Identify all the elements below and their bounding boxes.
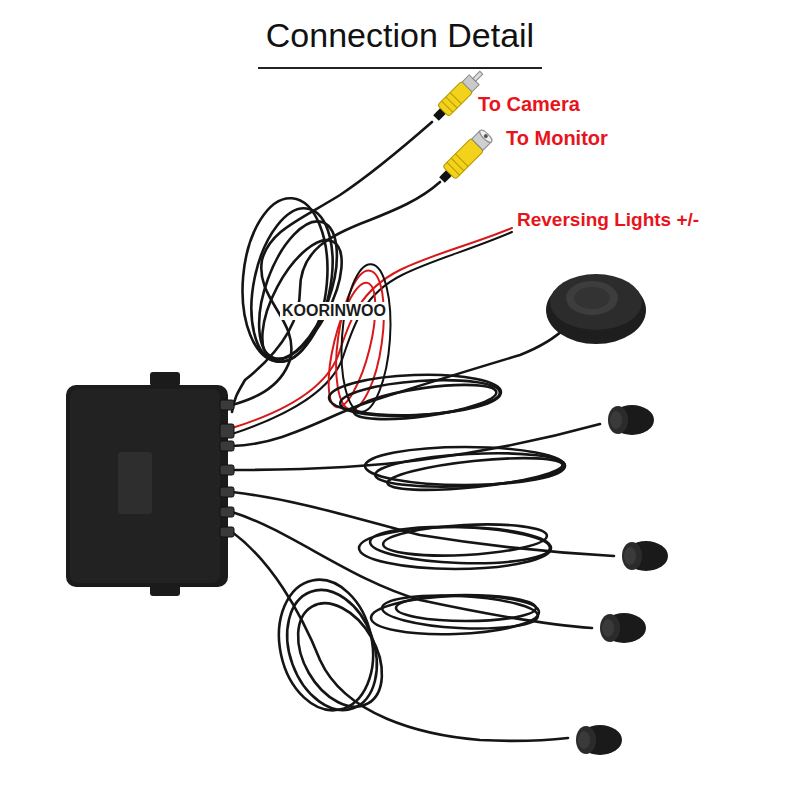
rca-female-socket xyxy=(436,128,495,187)
diagram-title: Connection Detail xyxy=(266,16,534,55)
watermark: KOORINWOO xyxy=(280,302,388,320)
sensor-cables xyxy=(232,424,614,741)
connector-label: To Camera xyxy=(478,93,580,116)
title-underline xyxy=(258,67,542,69)
buzzer-speaker xyxy=(546,274,646,344)
parking-sensors xyxy=(576,405,668,755)
power-wire xyxy=(232,228,512,434)
wire-label: Reversing Lights +/- xyxy=(517,209,699,231)
speaker-cable xyxy=(232,328,565,446)
control-box xyxy=(66,372,234,596)
connector-label: To Monitor xyxy=(506,127,608,150)
